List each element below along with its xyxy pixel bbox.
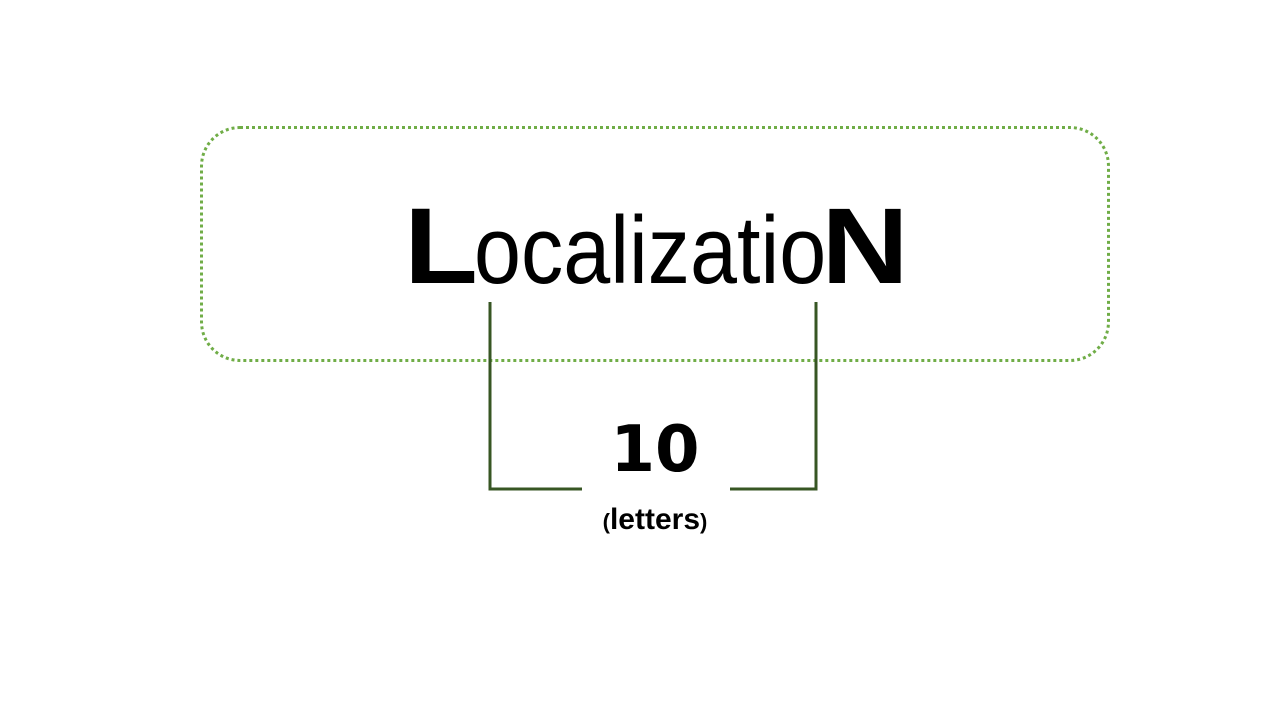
unit-label: letters xyxy=(609,503,701,536)
first-letter: L xyxy=(403,185,478,306)
letter-count: 10 xyxy=(610,413,700,487)
middle-letters: ocalizatio xyxy=(473,197,827,304)
word-localization: LocalizatioN xyxy=(0,192,1280,300)
count-unit: (letters) xyxy=(555,505,755,535)
word-frame xyxy=(200,126,1110,362)
bracket-left-arm xyxy=(488,302,582,491)
last-letter: N xyxy=(821,185,909,306)
open-paren: ( xyxy=(602,509,610,534)
bracket-right-arm xyxy=(730,302,818,491)
close-paren: ) xyxy=(700,509,708,534)
